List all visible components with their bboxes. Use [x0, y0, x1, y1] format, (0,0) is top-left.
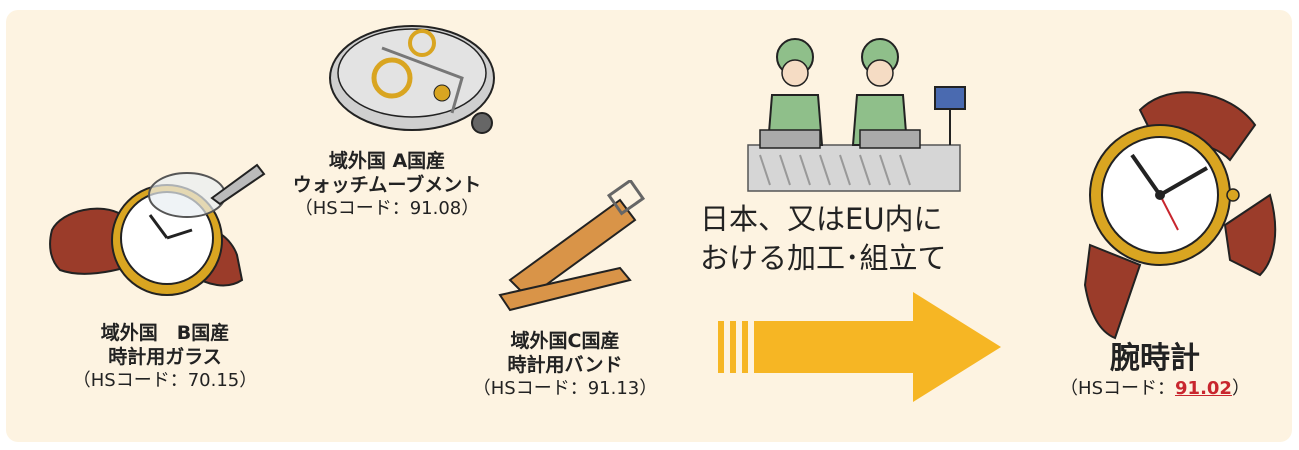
process-line-2: おける加工･組立て — [700, 241, 947, 276]
movement-code: （HSコード：91.08） — [294, 197, 480, 219]
product-code-prefix: （HSコード： — [1060, 377, 1176, 399]
band-label: 域外国C国産 時計用バンド （HSコード：91.13） — [440, 330, 690, 400]
movement-label: 域外国 A国産 ウォッチムーブメント （HSコード：91.08） — [262, 150, 512, 220]
glass-label: 域外国 B国産 時計用ガラス （HSコード：70.15） — [40, 322, 290, 392]
glass-name: 時計用ガラス — [108, 345, 222, 368]
product-code-value: 91.02 — [1175, 377, 1232, 399]
watch-movement-icon — [329, 25, 495, 134]
product-code: （HSコード：91.02） — [1030, 378, 1280, 401]
band-name: 時計用バンド — [507, 353, 623, 376]
glass-origin: 域外国 B国産 — [100, 322, 230, 344]
right-arrow-icon — [718, 292, 1001, 402]
movement-name: ウォッチムーブメント — [292, 173, 482, 196]
product-name: 腕時計 — [1110, 341, 1200, 376]
wristwatch-icon — [1083, 91, 1277, 340]
band-code: （HSコード：91.13） — [472, 377, 658, 399]
factory-workers-icon — [747, 38, 966, 192]
movement-origin: 域外国 A国産 — [328, 150, 446, 172]
process-label: 日本、又はEU内に おける加工･組立て — [700, 200, 1000, 278]
band-origin: 域外国C国産 — [510, 330, 620, 352]
wristwatch-glass-icon — [49, 163, 266, 296]
glass-code: （HSコード：70.15） — [72, 369, 258, 391]
product-code-suffix: ） — [1231, 377, 1250, 399]
product-label: 腕時計 （HSコード：91.02） — [1030, 340, 1280, 400]
process-line-1: 日本、又はEU内に — [700, 202, 943, 236]
leather-strap-icon — [498, 180, 646, 312]
